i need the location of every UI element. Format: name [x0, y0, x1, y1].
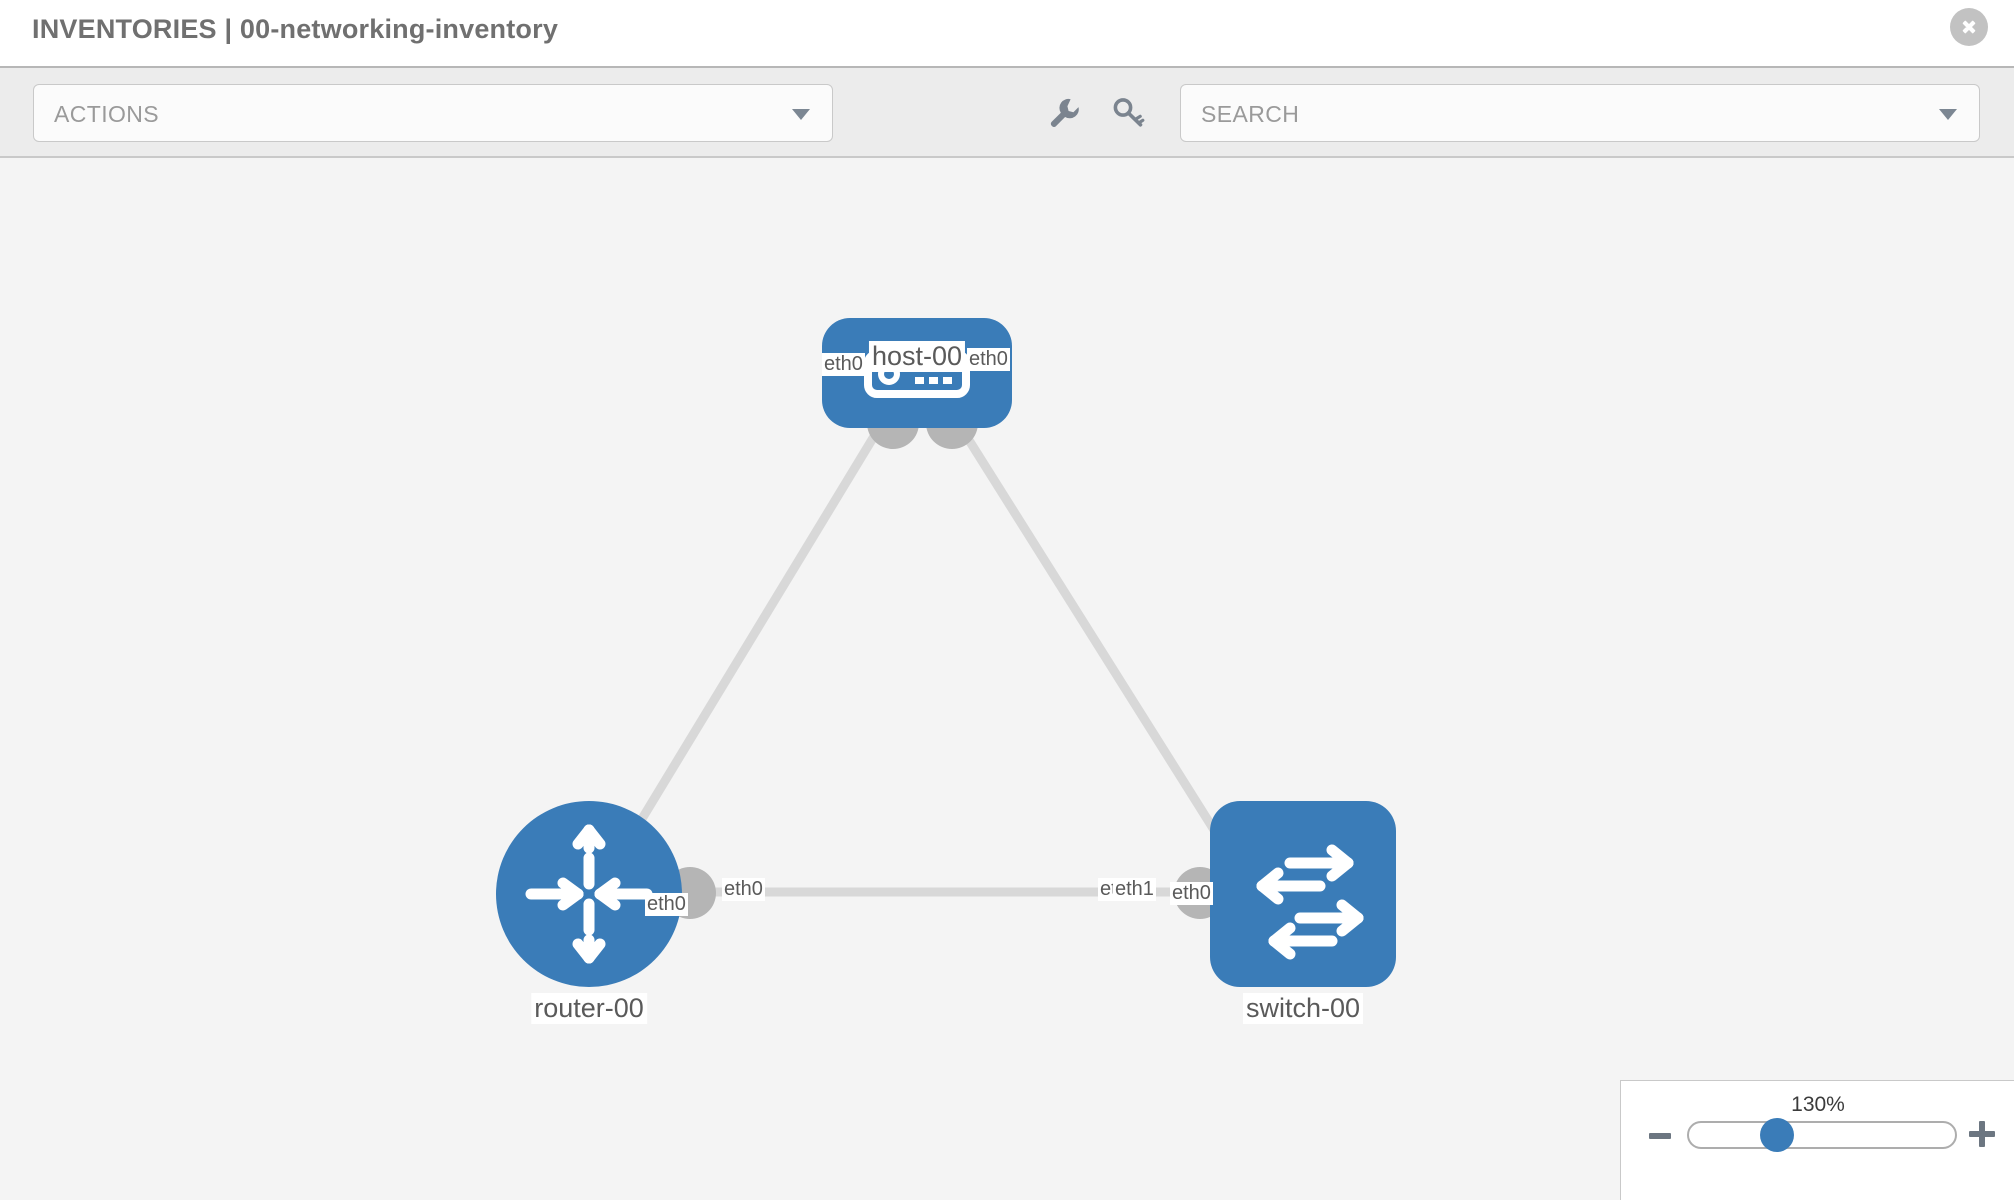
actions-dropdown[interactable]: ACTIONS: [33, 84, 833, 142]
edge-label-router-eth0: eth0: [722, 878, 765, 901]
minus-icon[interactable]: [1649, 1133, 1671, 1139]
link-host-router[interactable]: [596, 407, 894, 891]
switch-arrows-icon: [1256, 844, 1364, 960]
search-input[interactable]: SEARCH: [1180, 84, 1980, 142]
edge-label-switch-eth1: eth1: [1113, 878, 1156, 901]
close-button[interactable]: [1950, 8, 1988, 46]
page-title: INVENTORIES | 00-networking-inventory: [32, 14, 559, 44]
edge-label-host-eth0-right: eth0: [967, 348, 1010, 371]
topology-canvas[interactable]: host-00 router-00 switch-00 eth0 eth0 et…: [0, 158, 2014, 1200]
edge-label-switch-uplink-eth0: eth0: [1170, 882, 1213, 905]
key-icon[interactable]: [1110, 94, 1146, 130]
node-switch-00[interactable]: [1210, 801, 1396, 987]
chevron-down-icon: [792, 109, 810, 120]
zoom-slider-thumb[interactable]: [1760, 1118, 1794, 1152]
close-icon: [1958, 16, 1980, 38]
router-arrows-icon: [525, 824, 653, 964]
edge-label-router-uplink-eth0: eth0: [645, 893, 688, 916]
zoom-control-panel: 130%: [1620, 1080, 2014, 1200]
zoom-percent-label: 130%: [1791, 1093, 1845, 1116]
node-label-switch-00: switch-00: [1242, 993, 1364, 1024]
edge-label-host-eth0-left: eth0: [822, 353, 865, 376]
plus-icon[interactable]: [1969, 1121, 1995, 1147]
node-router-00[interactable]: [496, 801, 682, 987]
zoom-slider-track[interactable]: [1687, 1121, 1957, 1149]
page-header: INVENTORIES | 00-networking-inventory: [0, 0, 2014, 68]
wrench-icon[interactable]: [1046, 94, 1082, 130]
toolbar: ACTIONS SEARCH: [0, 68, 2014, 158]
link-host-switch[interactable]: [946, 407, 1247, 879]
node-label-host-00: host-00: [868, 341, 966, 372]
topology-graph: [496, 318, 1396, 987]
search-chevron-down-icon[interactable]: [1939, 109, 1957, 120]
actions-dropdown-label: ACTIONS: [54, 101, 160, 127]
search-placeholder: SEARCH: [1201, 101, 1300, 127]
node-label-router-00: router-00: [531, 993, 647, 1024]
